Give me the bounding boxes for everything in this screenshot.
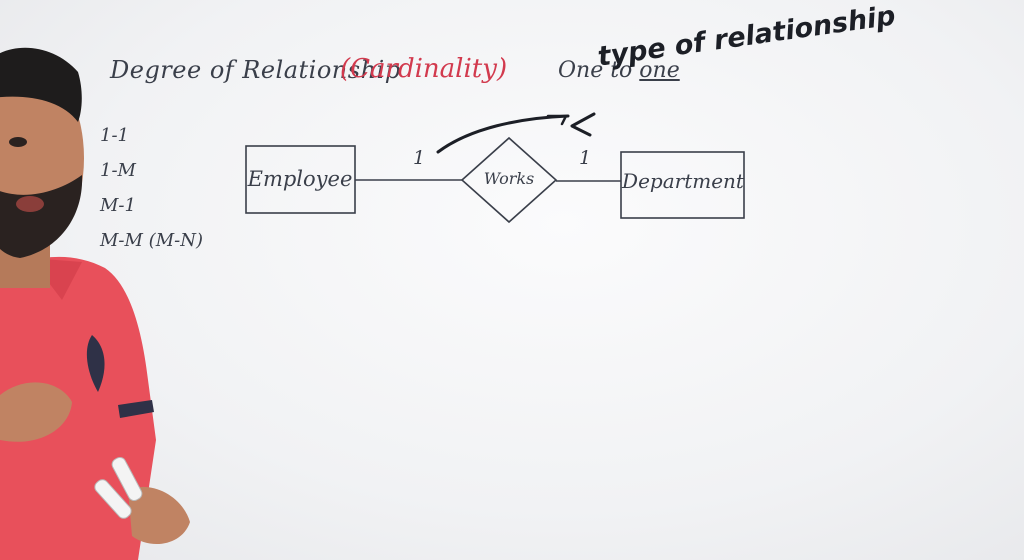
cardinality-type-emphasis: one: [639, 58, 680, 83]
degree-item-2: 1-M: [100, 160, 136, 181]
cardinality-type: One to one: [558, 58, 680, 83]
board-subtitle: (Cardinality): [340, 54, 508, 84]
cardinality-type-prefix: One to: [558, 58, 640, 83]
presenter-hair: [0, 47, 82, 122]
entity-department-box: [620, 151, 745, 219]
presenter-sleeve-stripe: [118, 400, 154, 418]
presenter-left-hand: [0, 382, 72, 442]
degree-item-1: 1-1: [100, 125, 129, 146]
marker-pen-2: [94, 479, 132, 519]
cardinality-right: 1: [579, 147, 591, 169]
degree-item-3: M-1: [100, 195, 136, 216]
degree-list: 1-1 1-M M-1 M-M (M-N): [100, 118, 203, 258]
presenter-right-hand: [128, 486, 190, 545]
relationship-works-diamond: [460, 136, 558, 224]
degree-item-4: M-M (M-N): [100, 230, 203, 251]
presenter-mouth: [16, 196, 44, 212]
marker-pen-1: [111, 457, 143, 501]
annotation-tick: [546, 114, 569, 126]
entity-department-label: Department: [621, 169, 745, 193]
presenter-shirt: [0, 256, 156, 560]
presenter-beard: [0, 175, 83, 258]
presenter-shirt-logo: [86, 335, 105, 392]
entity-employee-label: Employee: [247, 167, 353, 191]
relationship-works-label: Works: [484, 169, 535, 188]
presenter-eye: [9, 137, 27, 147]
board-title: Degree of Relationship: [110, 56, 401, 84]
cardinality-left: 1: [413, 147, 425, 169]
annotation-arrowhead: [570, 112, 596, 137]
